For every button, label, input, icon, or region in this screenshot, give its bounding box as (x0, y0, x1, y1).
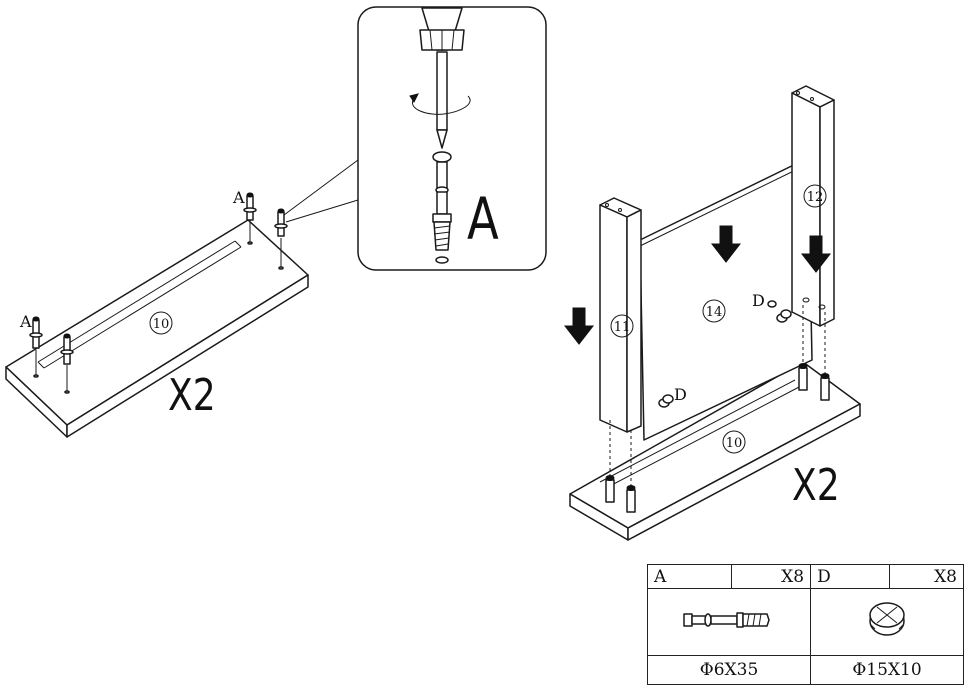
hardware-a-code: A (646, 563, 733, 590)
cam-lock-icon (869, 602, 905, 637)
part-number-right-side: 12 (803, 184, 827, 208)
cam-lock-1 (658, 394, 674, 408)
screw-label-a-2: A (232, 188, 245, 207)
hardware-d-code: D (810, 563, 891, 590)
left-bolt-4 (274, 208, 288, 270)
hardware-d-size: Φ15X10 (810, 654, 964, 685)
part-number-left-side: 11 (610, 314, 634, 338)
left-bolt-3 (243, 192, 257, 245)
screw-label-a-1: A (19, 312, 32, 331)
zoom-line-bottom (285, 199, 359, 223)
left-base-board (5, 219, 309, 438)
hardware-d-qty: X8 (889, 563, 964, 590)
down-arrow-icon (800, 235, 832, 273)
back-panel (639, 157, 813, 441)
left-bolt-2 (60, 333, 74, 394)
hardware-table: A X8 D X8 (646, 563, 964, 685)
base-bolt-front-right (626, 485, 636, 513)
base-bolt-back-left (798, 363, 808, 391)
down-arrow-icon (710, 225, 742, 263)
svg-text:10: 10 (153, 317, 170, 332)
hardware-d-image (810, 588, 964, 656)
part-number-back-panel: 14 (702, 299, 726, 323)
svg-text:10: 10 (726, 436, 743, 451)
part-number-left-base: 10 (149, 311, 173, 335)
side-panel-right (791, 85, 835, 327)
base-bolt-back-right (820, 373, 830, 401)
cam-lock-2 (767, 297, 826, 323)
down-arrow-icon (563, 307, 595, 345)
quantity-right-x2: X2 (792, 461, 840, 511)
zoom-callout: A (357, 6, 547, 271)
svg-text:12: 12 (807, 190, 824, 205)
left-bolt-1 (29, 316, 43, 378)
cam-label-d-1: D (674, 385, 687, 404)
part-number-right-base: 10 (722, 430, 746, 454)
quantity-left-x2: X2 (168, 371, 216, 421)
zoom-label-a: A (467, 186, 499, 253)
base-bolt-front-left (605, 475, 615, 503)
hardware-a-qty: X8 (731, 563, 812, 590)
hardware-a-size: Φ6X35 (646, 654, 812, 685)
right-base-board (569, 361, 861, 541)
cam-label-d-2: D (752, 291, 765, 310)
hardware-a-image (646, 588, 812, 656)
svg-text:11: 11 (614, 320, 631, 335)
svg-text:14: 14 (706, 305, 723, 320)
zoom-line-top (283, 159, 359, 216)
cam-bolt-icon (683, 612, 770, 629)
